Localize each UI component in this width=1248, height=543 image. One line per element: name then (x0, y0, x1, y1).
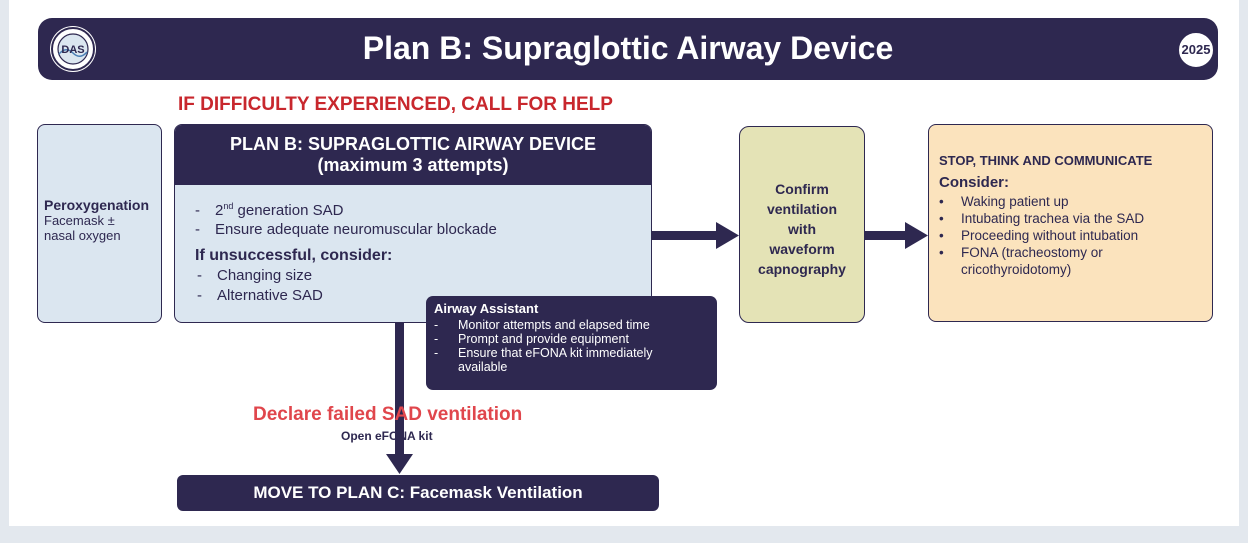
dash: - (195, 202, 200, 219)
dash: - (434, 318, 439, 332)
plan-b-item: -Ensure adequate neuromuscular blockade (195, 220, 497, 239)
stop-item: • FONA (tracheostomy or cricothyroidotomy… (939, 244, 1169, 278)
item-text: 2 (215, 202, 224, 219)
bullet: • (939, 211, 944, 226)
stop-item: • Waking patient up (939, 193, 1212, 210)
vertical-connector (395, 322, 404, 452)
open-efona-kit-text: Open eFONA kit (341, 429, 433, 443)
confirm-line: waveform (769, 241, 835, 257)
das-logo-icon: DAS (50, 26, 96, 72)
dash: - (195, 221, 200, 238)
plan-b-item: -Alternative SAD (195, 286, 497, 306)
plan-c-arrow-shaft (395, 442, 404, 456)
plan-b-item: -2nd generation SAD (195, 197, 497, 220)
plan-b-heading: PLAN B: SUPRAGLOTTIC AIRWAY DEVICE (maxi… (175, 125, 651, 185)
bullet: • (939, 245, 944, 260)
dash: - (197, 267, 202, 284)
plan-b-heading-line1: PLAN B: SUPRAGLOTTIC AIRWAY DEVICE (229, 134, 597, 154)
call-for-help-banner: IF DIFFICULTY EXPERIENCED, CALL FOR HELP (178, 94, 613, 115)
peroxygenation-box: Peroxygenation Facemask ± nasal oxygen (37, 124, 162, 323)
confirm-to-stop-arrowhead (905, 222, 928, 249)
item-text: Prompt and provide equipment (458, 332, 629, 346)
item-text: FONA (tracheostomy or cricothyroidotomy) (961, 245, 1103, 277)
planb-to-confirm-shaft (652, 231, 718, 240)
dash: - (197, 287, 202, 304)
bullet: • (939, 194, 944, 209)
item-text: Waking patient up (961, 194, 1069, 209)
assistant-item: - Monitor attempts and elapsed time (434, 318, 717, 332)
airway-assistant-box: Airway Assistant - Monitor attempts and e… (426, 296, 717, 390)
plan-b-heading-line2: (maximum 3 attempts) (317, 155, 509, 175)
confirm-ventilation-box: Confirm ventilation with waveform capnog… (739, 126, 865, 323)
plan-c-arrowhead (386, 454, 413, 474)
item-text: Alternative SAD (217, 287, 323, 304)
confirm-line: capnography (758, 261, 846, 277)
plan-b-box: PLAN B: SUPRAGLOTTIC AIRWAY DEVICE (maxi… (174, 124, 652, 323)
declare-failed-text: Declare failed SAD ventilation (253, 404, 523, 425)
item-text: Changing size (217, 267, 313, 284)
item-text: Monitor attempts and elapsed time (458, 318, 650, 332)
confirm-line: Confirm (775, 181, 829, 197)
consider-label: Consider: (939, 174, 1010, 191)
airway-assistant-title: Airway Assistant (434, 301, 539, 316)
item-text: Ensure adequate neuromuscular blockade (215, 221, 497, 238)
peroxygenation-line: nasal oxygen (44, 228, 121, 243)
item-superscript: nd (223, 201, 234, 211)
peroxygenation-line: Facemask ± (44, 213, 115, 228)
item-text: Intubating trachea via the SAD (961, 211, 1145, 226)
stop-title: STOP, THINK AND COMMUNICATE (939, 153, 1153, 168)
bullet: • (939, 228, 944, 243)
item-text: Proceeding without intubation (961, 228, 1139, 243)
logo-text: DAS (61, 44, 84, 56)
plan-c-box: MOVE TO PLAN C: Facemask Ventilation (177, 475, 659, 511)
plan-b-steps: -2nd generation SAD -Ensure adequate neu… (195, 197, 497, 306)
assistant-item: - Ensure that eFONA kit immediately avail… (434, 346, 699, 374)
stop-think-box: STOP, THINK AND COMMUNICATE Consider: • W… (928, 124, 1213, 322)
confirm-line: ventilation (766, 201, 837, 217)
item-text: Ensure that eFONA kit immediately availa… (458, 346, 653, 374)
confirm-to-stop-shaft (865, 231, 907, 240)
page-title: Plan B: Supraglottic Airway Device (362, 30, 894, 66)
unsuccessful-label: If unsuccessful, consider: (195, 247, 393, 264)
plan-b-item: -Changing size (195, 266, 497, 286)
planb-to-confirm-arrowhead (716, 222, 739, 249)
header-bar: Plan B: Supraglottic Airway Device (38, 18, 1218, 80)
stop-item: • Intubating trachea via the SAD (939, 210, 1212, 227)
year-badge: 2025 (1177, 31, 1215, 69)
confirm-line: with (788, 221, 816, 237)
dash: - (434, 332, 439, 346)
item-text: generation SAD (233, 202, 344, 219)
dash: - (434, 346, 439, 360)
assistant-item: - Prompt and provide equipment (434, 332, 717, 346)
peroxygenation-title: Peroxygenation (44, 197, 150, 213)
stop-item: • Proceeding without intubation (939, 227, 1212, 244)
